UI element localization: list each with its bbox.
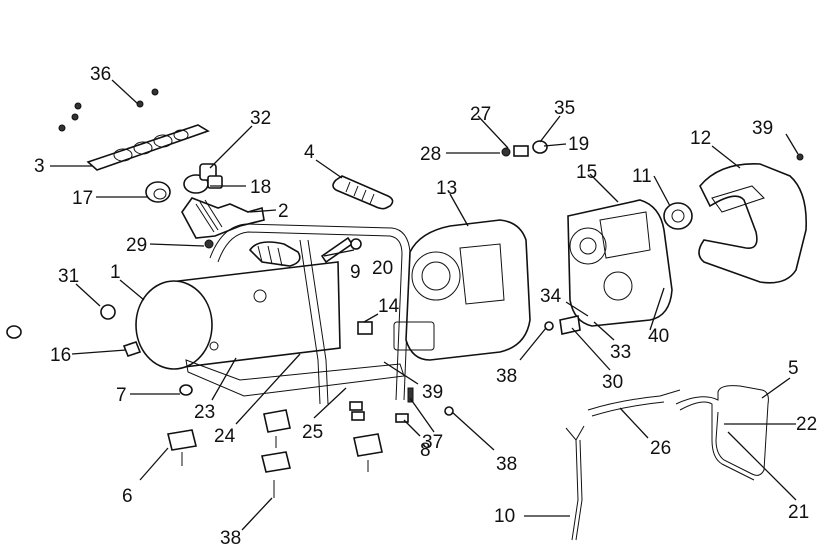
callout-19: 19 <box>568 134 589 155</box>
callout-39: 39 <box>422 382 443 403</box>
part-30-bracket <box>559 315 581 335</box>
part-7-fitting <box>179 384 193 396</box>
callout-38b: 38 <box>496 366 517 387</box>
part-31-knob <box>100 304 116 320</box>
part-20-nut <box>350 238 362 250</box>
callout-17: 17 <box>72 188 93 209</box>
part-10-power-cord <box>565 425 585 541</box>
part-knob-left <box>6 325 22 339</box>
callout-15: 15 <box>576 162 597 183</box>
part-small-hardware <box>349 387 454 423</box>
part-18-32-regulator <box>183 163 223 194</box>
callout-33: 33 <box>610 342 631 363</box>
callout-2: 2 <box>278 201 289 222</box>
callout-4: 4 <box>304 142 315 163</box>
callout-14: 14 <box>378 296 400 317</box>
part-9-tube <box>320 236 354 264</box>
callout-26: 26 <box>650 438 671 459</box>
callout-5: 5 <box>788 358 799 379</box>
callout-18: 18 <box>250 177 271 198</box>
part-15-motor <box>567 199 673 327</box>
part-17-gauge <box>145 181 171 203</box>
callout-24: 24 <box>214 426 236 447</box>
part-11-fan <box>663 202 693 230</box>
part-38-nut-mid <box>544 321 554 331</box>
part-4-handle-grip <box>332 175 394 210</box>
part-5-hose-tube <box>675 385 769 481</box>
callout-31: 31 <box>58 266 79 287</box>
callout-38a: 38 <box>496 454 517 475</box>
part-26-harness <box>587 389 681 417</box>
callout-labels: 36 32 3 17 18 2 29 1 31 16 7 23 24 4 9 2… <box>34 64 817 549</box>
callout-32: 32 <box>250 108 271 129</box>
callout-29: 29 <box>126 235 147 256</box>
callout-34: 34 <box>540 286 562 307</box>
callout-3: 3 <box>34 156 45 177</box>
callout-6: 6 <box>122 486 133 507</box>
leader-lines <box>50 79 799 531</box>
callout-8: 8 <box>420 440 431 461</box>
callout-39b: 39 <box>752 118 773 139</box>
callout-40: 40 <box>648 326 669 347</box>
callout-37: 37 <box>422 432 443 453</box>
callout-9: 9 <box>350 262 361 283</box>
callout-30: 30 <box>602 372 623 393</box>
callout-10: 10 <box>494 506 515 527</box>
callout-13: 13 <box>436 178 457 199</box>
callout-27: 27 <box>470 104 491 125</box>
part-27-35-28-19-valve <box>501 140 548 157</box>
part-12-cover <box>698 163 807 284</box>
part-2-manifold <box>181 197 265 239</box>
part-29-fitting <box>204 239 214 249</box>
part-39-screw-top <box>796 153 804 161</box>
callout-16: 16 <box>50 345 71 366</box>
callout-12: 12 <box>690 128 711 149</box>
callout-23: 23 <box>194 402 215 423</box>
part-frame <box>185 223 411 405</box>
callout-11: 11 <box>632 166 652 187</box>
callout-35: 35 <box>554 98 575 119</box>
part-1-tank <box>135 261 341 370</box>
part-16-drain-valve <box>122 341 142 357</box>
callout-28: 28 <box>420 144 441 165</box>
part-6-feet <box>167 409 383 498</box>
part-13-shroud <box>393 219 531 361</box>
callout-25: 25 <box>302 422 323 443</box>
callout-22: 22 <box>796 414 817 435</box>
part-14-switch <box>357 321 373 335</box>
callout-1: 1 <box>110 262 121 283</box>
part-3-plate <box>86 124 210 171</box>
callout-38c: 38 <box>220 528 241 549</box>
callout-21: 21 <box>788 502 809 523</box>
callout-7: 7 <box>116 385 127 406</box>
part-36-screws <box>58 88 159 132</box>
callout-20: 20 <box>372 258 393 279</box>
callout-36: 36 <box>90 64 111 85</box>
